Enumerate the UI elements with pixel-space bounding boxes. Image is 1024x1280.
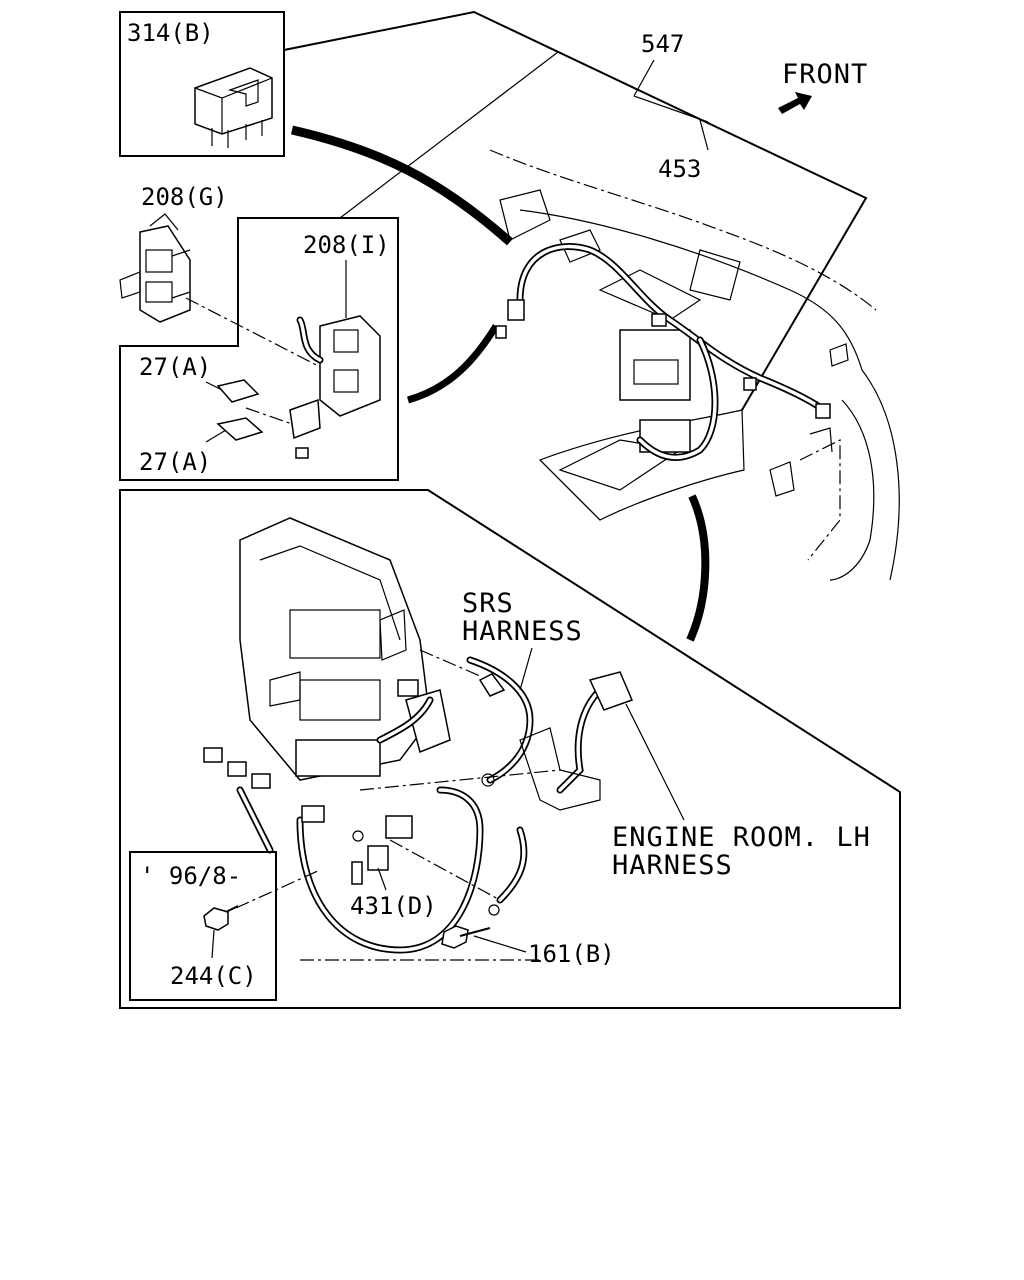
arrow-icon — [778, 92, 812, 114]
inset-314b-frame — [119, 11, 285, 157]
label-date-code: ' 96/8- — [140, 862, 241, 890]
label-srs-line1: SRS — [462, 588, 514, 619]
label-547-leader — [633, 59, 655, 97]
label-547: 547 — [641, 30, 684, 58]
label-453-leader — [699, 119, 709, 151]
leader-engine — [625, 703, 685, 821]
inset-208i: 208(I) 27(A) 27(A) — [119, 217, 399, 481]
label-27a-bottom: 27(A) — [139, 448, 211, 476]
callout-arc-314b — [291, 125, 513, 246]
label-engine-line2: HARNESS — [612, 850, 733, 881]
label-front: FRONT — [782, 59, 868, 90]
lower-detail-frame — [119, 489, 901, 1009]
label-engine-line1: ENGINE ROOM. LH — [612, 822, 871, 853]
leader-srs — [519, 647, 533, 691]
bracket-208g-icon — [119, 213, 191, 323]
inset-96-8: ' 96/8- 244(C) — [129, 851, 277, 1001]
fuse-box-icon — [289, 315, 381, 459]
dashboard-overview — [489, 149, 900, 581]
inset-208i-frame — [119, 217, 399, 481]
callout-208i-leader — [339, 51, 559, 219]
label-244c: 244(C) — [170, 962, 257, 990]
label-208g: 208(G) — [141, 183, 228, 211]
callout-arc-lower — [686, 494, 710, 642]
inset-314b: 314(B) — [119, 11, 285, 157]
leader-208g — [185, 297, 331, 373]
relay-icon — [194, 67, 273, 148]
bolt-161b-icon — [441, 925, 491, 949]
engine-room-harness-wire — [556, 671, 634, 794]
label-161b: 161(B) — [528, 940, 615, 968]
bolt-244c-icon — [203, 905, 239, 931]
srs-harness-wire — [466, 656, 534, 784]
label-srs-line2: HARNESS — [462, 616, 583, 647]
connector-icons-lower — [203, 673, 601, 916]
main-harness-loop — [236, 696, 528, 954]
heater-unit-detail — [239, 517, 451, 781]
inset-96-8-frame — [129, 851, 277, 1001]
label-208i: 208(I) — [303, 231, 390, 259]
label-431d: 431(D) — [350, 892, 437, 920]
label-27a-top: 27(A) — [139, 353, 211, 381]
callout-arc-208i — [407, 324, 499, 404]
callout-547-outline — [283, 10, 868, 411]
label-453: 453 — [658, 155, 701, 183]
clip-27a-icon — [216, 379, 264, 441]
label-314b: 314(B) — [127, 19, 214, 47]
